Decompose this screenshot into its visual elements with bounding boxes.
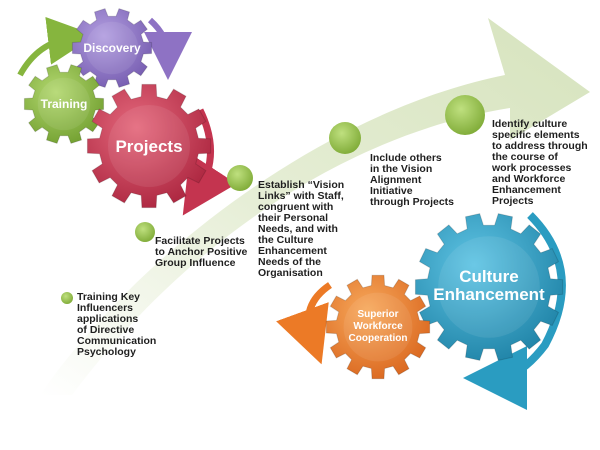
gear-label-cooperation-line1: Superior (357, 309, 398, 320)
step-3-line: congruent with (258, 201, 334, 213)
cycle-arrow-purple (143, 17, 192, 80)
gear-training-hub (37, 77, 91, 131)
step-1-line: Communication (77, 335, 157, 347)
gear-label-training: Training (41, 97, 88, 111)
gear-label-projects: Projects (115, 137, 182, 156)
step-5-line: Enhancement (492, 184, 561, 196)
step-5-line: the course of (492, 151, 558, 163)
cycle-arrow-green (17, 16, 96, 77)
step-1-line: Training Key (77, 291, 141, 303)
cycle-arrow-orange (276, 282, 333, 365)
gear-projects-hub (108, 105, 190, 187)
step-4-line: Alignment (370, 174, 422, 186)
step-dot-4 (329, 122, 361, 154)
step-3-line: Needs of the (258, 256, 322, 268)
step-1-line: Influencers (77, 302, 134, 314)
cycle-arrow-blue (463, 212, 566, 410)
step-text-3: Establish “Vision Links” with Staff, con… (258, 180, 344, 279)
step-2-line: to Anchor Positive (155, 246, 248, 258)
step-3-line: the Culture (258, 234, 314, 246)
gear-culture-hub (438, 236, 540, 338)
gear-label-culture-line2: Enhancement (433, 285, 545, 304)
step-3-line: Enhancement (258, 245, 327, 257)
gear-training-body (23, 63, 105, 145)
gear-discovery-body (71, 7, 153, 89)
step-3-line: Organisation (258, 267, 323, 279)
step-2-line: Group Influence (155, 257, 236, 269)
gear-culture-body (414, 213, 564, 361)
step-3-line: Needs, and with (258, 223, 338, 235)
step-dot-1 (61, 292, 73, 304)
gear-label-cooperation-line2: Workforce (353, 321, 403, 332)
gear-discovery (71, 7, 153, 89)
step-5-line: to address through (492, 140, 588, 152)
gear-cooperation-hub (343, 292, 413, 362)
step-text-4: Include others in the Vision Alignment I… (370, 153, 454, 208)
gear-label-culture-line1: Culture (459, 267, 519, 286)
step-2-line: Facilitate Projects (155, 235, 245, 247)
gear-projects-body (86, 83, 212, 209)
step-5-line: work processes (492, 162, 572, 174)
step-3-line: Links” with Staff, (258, 190, 344, 202)
gear-discovery-hub (85, 21, 139, 75)
step-dot-2 (135, 222, 155, 242)
step-4-line: Initiative (370, 185, 413, 197)
step-4-line: Include others (370, 152, 442, 164)
step-1-line: of Directive (77, 324, 135, 336)
step-5-line: Identify culture (492, 118, 568, 130)
gear-superior-workforce-cooperation (325, 274, 431, 380)
step-3-line: Establish “Vision (258, 179, 345, 191)
step-text-2: Facilitate Projects to Anchor Positive G… (155, 236, 247, 269)
gear-culture-enhancement (414, 213, 564, 361)
step-text-1: Training Key Influencers applications of… (77, 292, 156, 358)
step-5-line: specific elements (492, 129, 580, 141)
step-5-line: Projects (492, 195, 534, 207)
step-1-line: applications (77, 313, 139, 325)
step-dot-3 (227, 165, 253, 191)
gear-label-discovery: Discovery (83, 41, 141, 55)
gear-projects (86, 83, 212, 209)
step-dot-5 (445, 95, 485, 135)
step-4-line: through Projects (370, 196, 455, 208)
gear-cooperation-body (325, 274, 431, 380)
step-3-line: their Personal (258, 212, 329, 224)
step-4-line: in the Vision (370, 163, 433, 175)
step-text-5: Identify culture specific elements to ad… (492, 119, 588, 207)
step-5-line: and Workforce (492, 173, 566, 185)
gear-label-cooperation-line3: Cooperation (349, 333, 408, 344)
step-1-line: Psychology (77, 346, 136, 358)
gear-training (23, 63, 105, 145)
